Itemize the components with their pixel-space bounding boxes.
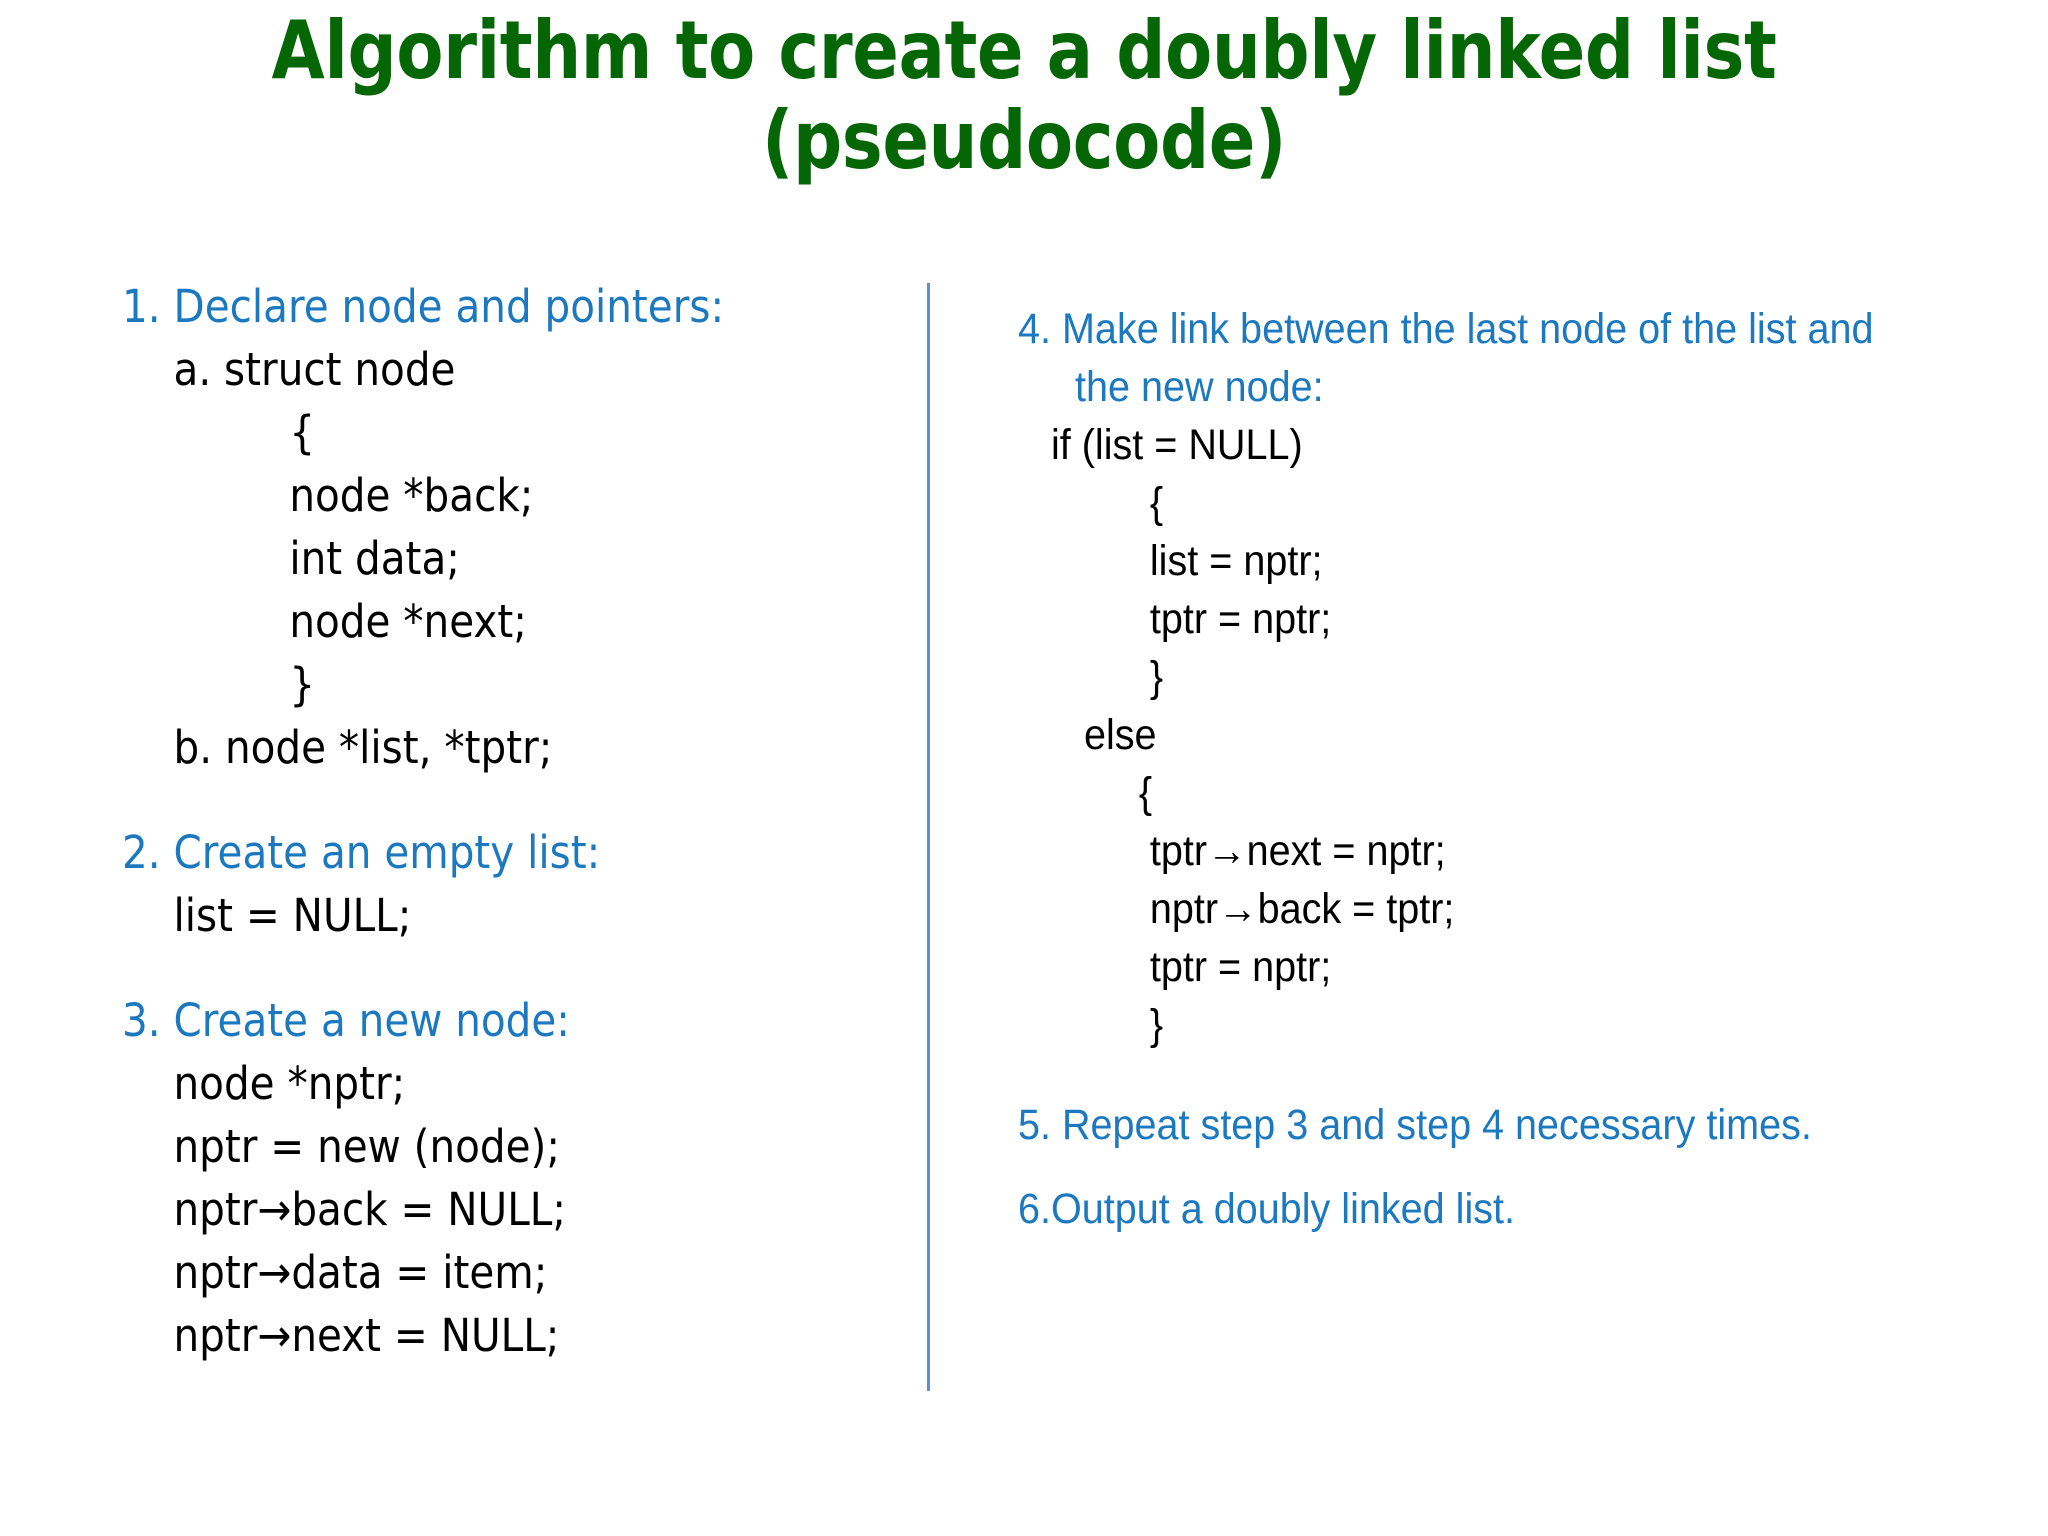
step-4-line-3: tptr = nptr; bbox=[1018, 595, 1332, 643]
step-1-block: 1. Declare node and pointers: a. struct … bbox=[122, 275, 912, 779]
step-3-line-3: nptr→data = item; bbox=[122, 1246, 548, 1299]
spacer-after-step-2 bbox=[122, 947, 912, 989]
step-6-heading: 6.Output a doubly linked list. bbox=[1018, 1185, 1516, 1233]
step-4-line-0: if (list = NULL) bbox=[1018, 421, 1303, 469]
step-4-line-8: nptr→back = tptr; bbox=[1018, 885, 1455, 933]
step-4-line-6: { bbox=[1018, 769, 1153, 817]
step-2-block: 2. Create an empty list: list = NULL; bbox=[122, 821, 912, 947]
step-4-line-5: else bbox=[1018, 711, 1157, 759]
step-4-line-9: tptr = nptr; bbox=[1018, 943, 1332, 991]
step-3-line-4: nptr→next = NULL; bbox=[122, 1309, 560, 1362]
step-2-heading: 2. Create an empty list: bbox=[122, 826, 601, 879]
step-4-line-2: list = nptr; bbox=[1018, 537, 1323, 585]
spacer-after-step-5 bbox=[1018, 1154, 2008, 1180]
step-1-line-1: { bbox=[122, 406, 316, 459]
page-title: Algorithm to create a doubly linked list… bbox=[271, 4, 1777, 187]
step-3-line-1: nptr = new (node); bbox=[122, 1120, 560, 1173]
spacer-after-step-1 bbox=[122, 779, 912, 821]
step-4-line-10: } bbox=[1018, 1001, 1164, 1049]
step-3-line-2: nptr→back = NULL; bbox=[122, 1183, 566, 1236]
step-3-block: 3. Create a new node: node *nptr; nptr =… bbox=[122, 989, 912, 1367]
spacer-after-step-4 bbox=[1018, 1054, 2008, 1096]
step-1-line-6: b. node *list, *tptr; bbox=[122, 721, 553, 774]
step-1-line-4: node *next; bbox=[122, 595, 527, 648]
step-4-line-7: tptr→next = nptr; bbox=[1018, 827, 1446, 875]
step-1-heading: 1. Declare node and pointers: bbox=[122, 280, 725, 333]
step-3-line-0: node *nptr; bbox=[122, 1057, 406, 1110]
step-1-line-5: } bbox=[122, 658, 316, 711]
column-divider bbox=[927, 283, 930, 1391]
step-1-line-2: node *back; bbox=[122, 469, 534, 522]
step-1-line-0: a. struct node bbox=[122, 343, 456, 396]
step-3-heading: 3. Create a new node: bbox=[122, 994, 570, 1047]
left-column: 1. Declare node and pointers: a. struct … bbox=[122, 275, 912, 1367]
step-4-line-4: } bbox=[1018, 653, 1164, 701]
right-column: 4. Make link between the last node of th… bbox=[1018, 300, 2008, 1238]
step-1-line-3: int data; bbox=[122, 532, 460, 585]
step-5-heading: 5. Repeat step 3 and step 4 necessary ti… bbox=[1018, 1101, 1812, 1149]
step-2-line-0: list = NULL; bbox=[122, 889, 412, 942]
step-4-block: 4. Make link between the last node of th… bbox=[1018, 300, 2008, 1054]
step-4-heading: 4. Make link between the last node of th… bbox=[1018, 305, 1874, 411]
step-4-line-1: { bbox=[1018, 479, 1164, 527]
